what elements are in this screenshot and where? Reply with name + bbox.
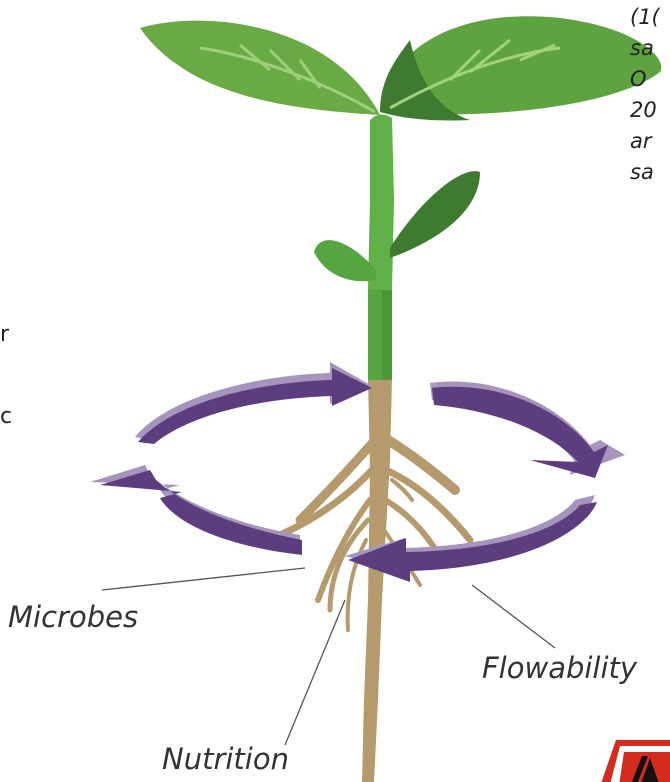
- label-nutrition: Nutrition: [162, 742, 289, 776]
- caption-line: (1(: [630, 2, 670, 33]
- label-flowability: Flowability: [482, 651, 637, 685]
- brand-logo-icon: [598, 732, 670, 782]
- cropped-left-text: r: [0, 322, 9, 347]
- root-branch-left-2: [280, 470, 372, 535]
- cycle-arrows: [90, 362, 625, 582]
- caption-line: ar: [630, 126, 670, 157]
- leader-nutrition: [285, 600, 345, 745]
- root-system: [280, 378, 470, 782]
- stem-shade: [382, 290, 392, 380]
- caption-line: sa: [630, 33, 670, 64]
- leaves: [140, 16, 661, 281]
- caption-line: 20: [630, 95, 670, 126]
- small-leaf-left: [314, 240, 376, 281]
- cropped-left-text: c: [0, 404, 12, 429]
- cropped-caption: (1( sa O 20 ar sa: [630, 2, 670, 188]
- stem-upper: [368, 114, 394, 290]
- small-leaf-right: [390, 171, 480, 258]
- left-leaf: [140, 21, 380, 115]
- arrow-right: [432, 387, 608, 478]
- root-branch-right-2: [386, 470, 470, 540]
- arrow-top: [138, 368, 372, 444]
- leader-flowability: [472, 585, 555, 648]
- caption-line: sa: [630, 157, 670, 188]
- arrow-left: [100, 470, 302, 555]
- caption-line: O: [630, 64, 670, 95]
- stem: [368, 114, 394, 380]
- leader-microbes: [102, 568, 305, 590]
- label-microbes: Microbes: [8, 600, 138, 634]
